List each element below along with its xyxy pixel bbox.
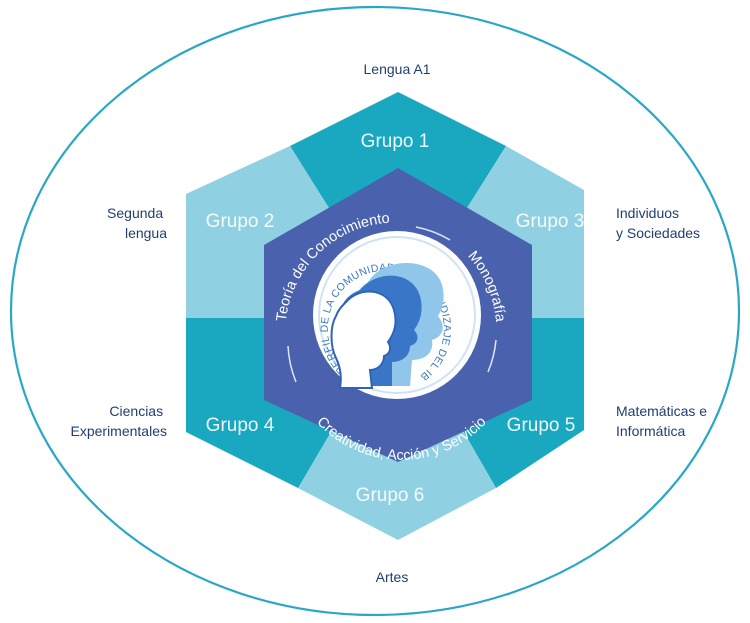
label-grupo-3: Grupo 3 bbox=[516, 211, 585, 232]
label-grupo-2: Grupo 2 bbox=[206, 211, 275, 232]
label-grupo-5: Grupo 5 bbox=[507, 415, 576, 436]
outer-label-artes: Artes bbox=[376, 569, 409, 585]
core-ring-lines bbox=[287, 226, 497, 383]
outer-label-segunda-lengua: Segunda lengua bbox=[107, 205, 167, 241]
people-silhouettes-icon bbox=[330, 262, 444, 389]
outer-ellipse bbox=[9, 5, 741, 617]
label-grupo-6: Grupo 6 bbox=[356, 485, 425, 506]
outer-label-ciencias-experimentales: Ciencias Experimentales bbox=[71, 403, 168, 439]
label-grupo-4: Grupo 4 bbox=[206, 415, 275, 436]
label-grupo-1: Grupo 1 bbox=[361, 131, 430, 152]
outer-label-individuos-sociedades: Individuos y Sociedades bbox=[616, 205, 700, 241]
outer-label-matematicas-informatica: Matemáticas e Informática bbox=[616, 403, 711, 439]
outer-label-lengua-a1: Lengua A1 bbox=[364, 61, 431, 77]
